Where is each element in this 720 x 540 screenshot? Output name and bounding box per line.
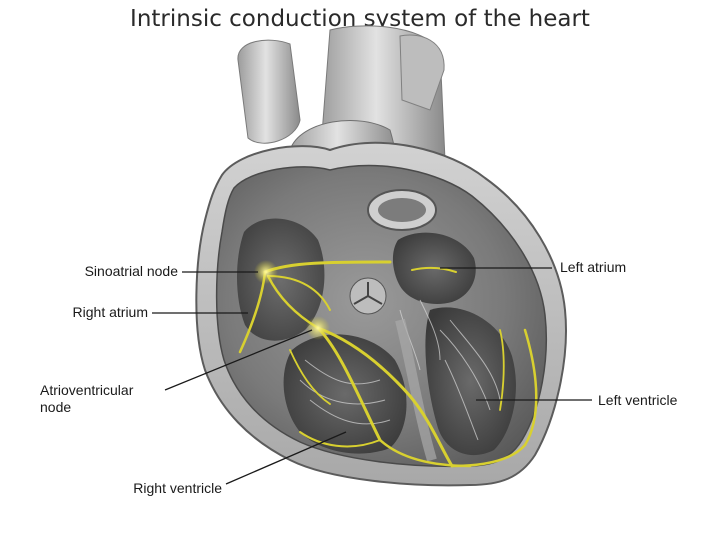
label-right-ventricle: Right ventricle bbox=[133, 480, 222, 497]
valve bbox=[350, 278, 386, 314]
label-sinoatrial-node: Sinoatrial node bbox=[85, 263, 178, 280]
label-atrioventricular-line2: node bbox=[40, 399, 133, 416]
label-left-atrium: Left atrium bbox=[560, 259, 626, 276]
label-atrioventricular-line1: Atrioventricular bbox=[40, 382, 133, 399]
label-left-ventricle: Left ventricle bbox=[598, 392, 677, 409]
label-right-atrium: Right atrium bbox=[73, 304, 148, 321]
av-node-glow bbox=[306, 316, 330, 340]
label-atrioventricular-node: Atrioventricular node bbox=[40, 382, 133, 416]
